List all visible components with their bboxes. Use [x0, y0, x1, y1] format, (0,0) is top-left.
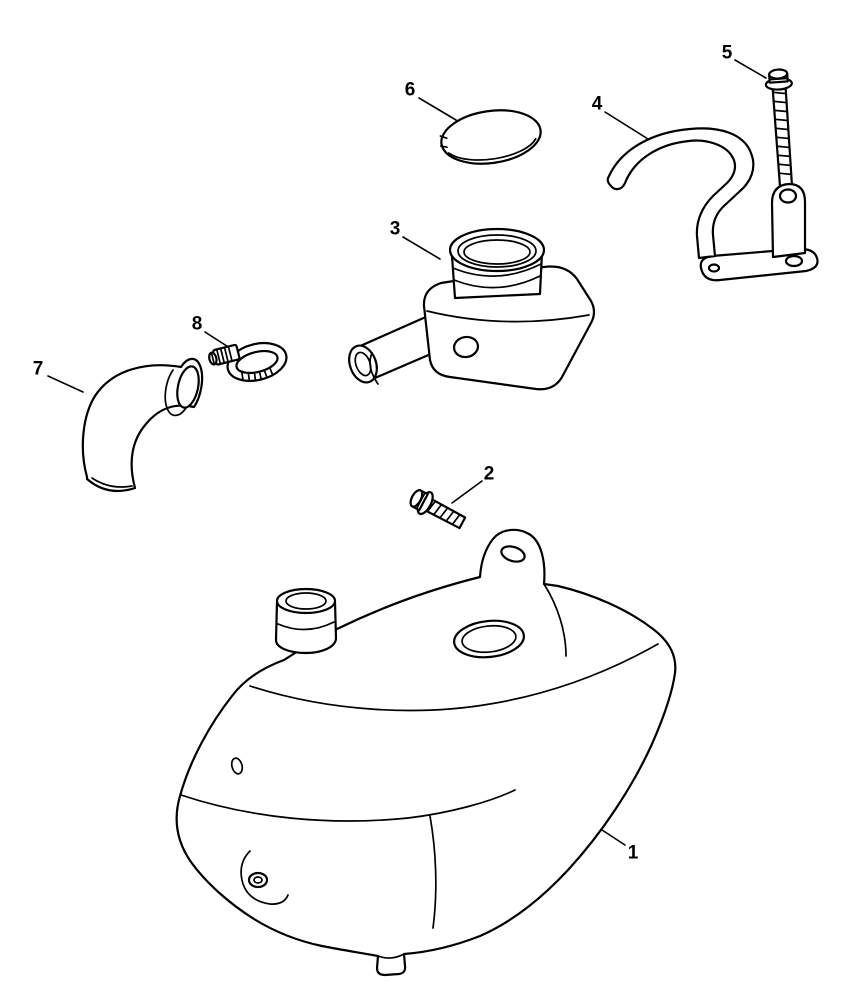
- callout-label-3: 3: [389, 218, 401, 240]
- tank-drain-spout: [377, 953, 405, 959]
- tank-lower-tab: [240, 850, 289, 905]
- callout-label-1: 1: [627, 842, 639, 864]
- tank-bracket-hole: [500, 545, 526, 563]
- callout-label-6: 6: [404, 79, 416, 101]
- mounting-bracket-part: [606, 127, 819, 282]
- bolt-part: [764, 68, 794, 190]
- clamp-serrations: [240, 366, 274, 382]
- hose-clamp-part: [208, 341, 288, 383]
- callout-label-5: 5: [721, 42, 733, 64]
- tank-o-mark: [230, 757, 244, 775]
- tank-filler-neck: [274, 587, 338, 655]
- reservoir-neck: [448, 227, 546, 300]
- tank-oval-opening: [453, 619, 525, 659]
- callout-label-2: 2: [483, 463, 495, 485]
- fuel-tank-part: [175, 528, 677, 977]
- reservoir-spout: [348, 314, 442, 385]
- oil-reservoir-part: [348, 227, 596, 391]
- callout-label-7: 7: [32, 358, 44, 380]
- flange-bolt-part: [409, 489, 467, 530]
- callout-label-4: 4: [591, 93, 603, 115]
- elbow-hose-part: [81, 357, 204, 493]
- filler-cap-part: [439, 109, 542, 165]
- callout-label-8: 8: [191, 313, 203, 335]
